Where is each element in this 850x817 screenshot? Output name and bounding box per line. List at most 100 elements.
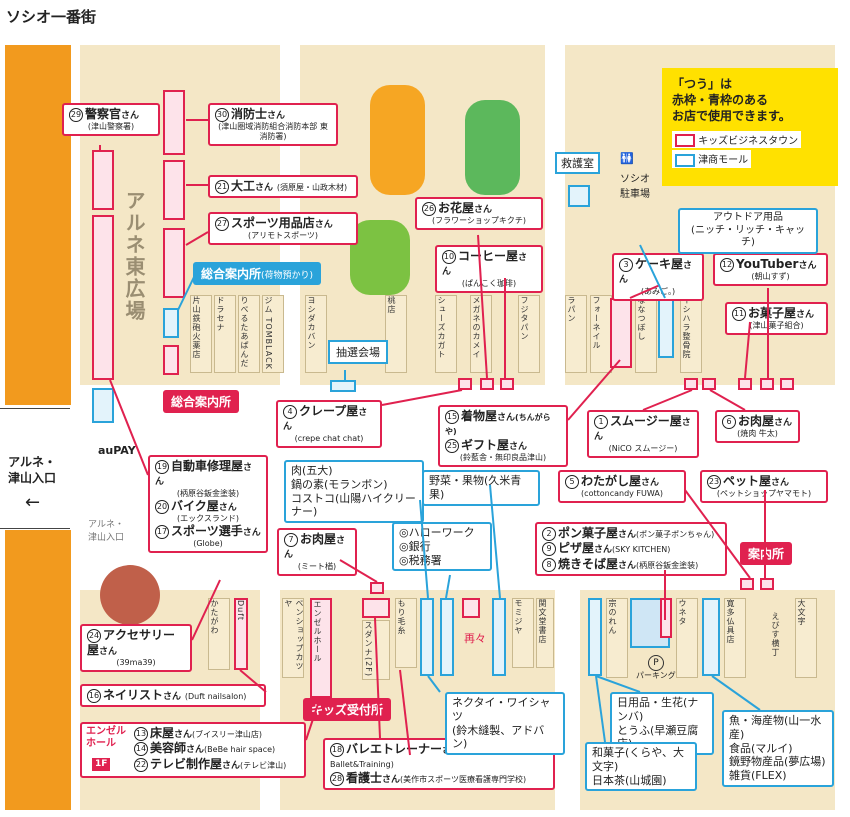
firefighter-illustration [370, 85, 425, 195]
aupay-label: auPAY [98, 444, 136, 457]
booth-nichiyo [588, 598, 602, 676]
shop-name: 片山鉄砲火薬店 [192, 296, 201, 359]
shop-duft: Duft [234, 598, 248, 670]
legend-text: 「つう」は 赤枠・青枠のある お店で使用できます。 [672, 77, 791, 124]
page-title: ソシオ一番街 [6, 8, 97, 26]
raffle-label: 抽選会場 [328, 340, 388, 364]
booth-square [500, 378, 514, 390]
left-road-lower [5, 530, 71, 810]
booth-police [92, 150, 114, 210]
booth-square [780, 378, 794, 390]
info-desk-tag-3: 案内所 [740, 542, 793, 565]
booth-hello [440, 598, 454, 676]
divider-line [0, 528, 70, 529]
booth-fire [163, 90, 185, 155]
girl-illustration [100, 565, 160, 625]
shop-sdanna [362, 598, 390, 618]
shop-daimonji: 大文字 [795, 598, 817, 678]
shop-noren: 宗のれん [606, 598, 628, 678]
legend-item: キッズビジネスタウン [672, 130, 802, 149]
booth-kyugo [568, 185, 590, 207]
shop-momijiya: モミジヤ [512, 598, 534, 668]
first-aid-label: 救護室 [555, 152, 600, 174]
shop-uneta: ウネタ [676, 598, 698, 678]
booth-aupay [92, 388, 114, 423]
shop-ebisu: えびす横丁 [771, 612, 780, 657]
arrow-left-icon: ← [25, 492, 41, 513]
florist-illustration [465, 100, 520, 195]
booth-square [702, 378, 716, 390]
box-necktie: ネクタイ・ワイシャツ (鈴木縫製、アドバン) [445, 692, 565, 755]
parking-small-label: パーキング [636, 671, 676, 680]
booth-kimono [462, 598, 480, 618]
booth-square [370, 582, 384, 594]
angel-floor-badge: 1F [92, 758, 111, 772]
shop-name: 桃店 [387, 296, 396, 314]
shop-katagawa: かたがわ [208, 598, 230, 670]
booth-carpenter [163, 160, 185, 220]
booth-car [163, 345, 179, 375]
kids-reception-tag: キッズ受付所 [303, 698, 392, 721]
legend-item: 津商モール [672, 150, 752, 168]
booth-info [163, 308, 179, 338]
shop-katsuya: ベンショップカツヤ [282, 598, 304, 678]
booth-uoya [702, 598, 720, 676]
shop-name: りべるたあぱんだ [240, 296, 249, 368]
booth-raffle [330, 380, 356, 392]
booth-square [480, 378, 494, 390]
shop-angel-hall: エンゼルホール [310, 598, 332, 698]
restroom-icon: 🚻 [620, 152, 634, 165]
shop-name: ラパン [567, 296, 576, 323]
shop-name: メガネのカメイ [472, 296, 481, 359]
booth-yasai [492, 598, 506, 676]
shop-butsugu: 寛多仏具店 [724, 598, 746, 678]
info-desk-tag-2: 総合案内所 [163, 390, 240, 413]
divider-line [0, 408, 70, 409]
shop-name: フジタパン [520, 296, 529, 341]
booth-necktie [420, 598, 434, 676]
parking-label: ソシオ 駐車場 [620, 174, 650, 200]
shop-name: ジム TOMBLACK [264, 296, 273, 370]
booth-square [760, 578, 774, 590]
box-vegetable: 野菜・果物(久米青果) [422, 470, 540, 506]
shop-name: シューズカガト [437, 296, 446, 359]
restroom-bottom-icon: 再々 [464, 632, 486, 645]
booth-square [740, 578, 754, 590]
shop-name: ななつぼし [637, 296, 646, 341]
booth-square [760, 378, 774, 390]
parking-icon: P [648, 655, 664, 671]
shop-name: ドラセナ [216, 296, 225, 332]
carpenter-illustration [350, 220, 410, 295]
arune-entrance-label: アルネ・ 津山入口 [8, 455, 57, 485]
booth-square [684, 378, 698, 390]
booth-square [738, 378, 752, 390]
booth-sports [163, 228, 185, 298]
arune-east-label: アルネ東広場 [122, 190, 146, 322]
shop-name: フォーネイル [592, 296, 601, 350]
box-hello-work: ◎ハローワーク ◎銀行 ◎税務署 [392, 522, 492, 572]
info-desk-tag: 総合案内所(荷物預かり) [193, 262, 322, 285]
shop-kanbundo: 関文堂書店 [536, 598, 554, 668]
box-meat-nabe: 肉(五大) 鍋の素(モランボン) コストコ(山陽ハイクリーナー) [284, 460, 424, 523]
box-outdoor: アウトドア用品 (ニッチ・リッチ・キャッチ) [678, 208, 818, 254]
left-road-upper [5, 45, 71, 405]
